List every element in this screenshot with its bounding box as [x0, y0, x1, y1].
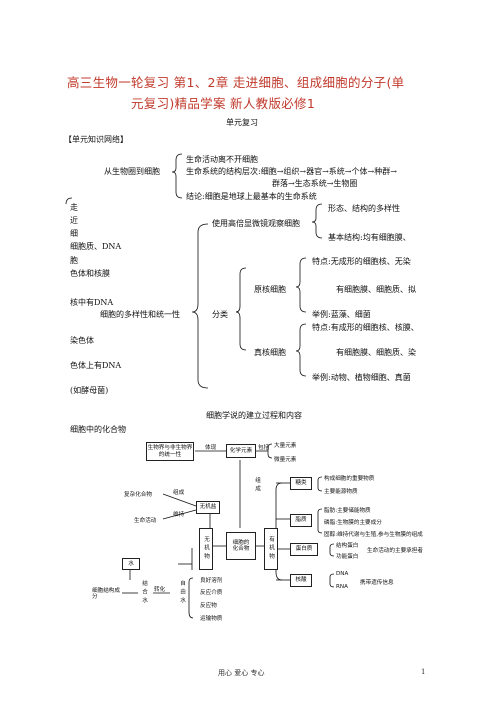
net-line-22: 举例:动物、植物细胞、真菌	[312, 373, 411, 382]
footer-text: 用心 爱心 专心	[218, 669, 265, 677]
title-line-1: 高三生物一轮复习 第1、2章 走进细胞、组成细胞的分子(单	[67, 75, 405, 90]
macro-elements: 大量元素	[274, 443, 297, 449]
nucleic-dna: DNA	[336, 571, 349, 577]
net-line-1: 生命活动离不开细胞	[186, 155, 258, 164]
net-line-3: 群落→生态系统→生物圈	[272, 179, 358, 188]
net-line-20: 有细胞膜、细胞质、染	[336, 348, 416, 357]
net-from-bio: 从生物圈到细胞	[104, 167, 160, 176]
nucleic-box: 核酸	[290, 574, 312, 587]
compounds-title: 细胞中的化合物	[70, 425, 126, 434]
net-line-11: 原核细胞	[254, 285, 286, 294]
net-xi: 细	[70, 229, 78, 238]
nucleic-role: 携带遗传信息	[360, 580, 394, 586]
net-line-19: 真核细胞	[254, 348, 286, 357]
net-line-5: 形态、结构的多样性	[328, 204, 400, 213]
free-item-1: 良好溶剂	[200, 578, 223, 584]
sugar-item-1: 构成细胞的重要物质	[324, 476, 375, 482]
section-title: 单元复习	[226, 118, 258, 127]
cell-structure-label: 细胞结构成分	[92, 588, 120, 601]
net-line-17: 特点:有成形的细胞核、核膜、	[312, 323, 419, 332]
lipid-item-1: 脂肪:主要储能物质	[324, 508, 371, 514]
net-line-4: 结论:细胞是地球上最基本的生命系统	[186, 192, 317, 201]
lipid-item-3: 固醇:维持代谢与生殖,参与生物膜的组成	[324, 532, 423, 538]
water-box: 水	[122, 558, 140, 570]
net-jin: 近	[70, 216, 78, 225]
net-line-10: 特点:无成形的细胞核、无染	[312, 257, 411, 266]
net-line-14: 细胞的多样性和统一性	[100, 310, 180, 319]
bound-water: 结合水	[141, 580, 147, 606]
net-bao: 胞	[70, 256, 78, 265]
free-item-3: 反应物	[200, 603, 217, 609]
cell-compounds-box: 细胞的化合物	[226, 532, 256, 560]
net-line-8: 细胞质、DNA	[70, 242, 122, 251]
complex-compound: 复杂化合物	[124, 492, 152, 498]
micro-elements: 微量元素	[274, 457, 297, 463]
net-line-9: 色体和核膜	[70, 269, 110, 278]
net-line-21: 色体上有DNA	[70, 361, 122, 370]
unity-box: 生物界与非生物界的统一性	[146, 442, 194, 461]
lipid-item-2: 磷脂:生物膜的主要成分	[324, 520, 382, 526]
organic-box: 有机物	[264, 528, 278, 570]
net-line-15: 分类	[212, 310, 228, 319]
tixian-label: 体现	[205, 445, 217, 451]
weichi-label: 维持	[173, 512, 185, 518]
title-line-2: 元复习)精品学案 新人教版必修1	[131, 96, 316, 111]
sugar-box: 糖类	[290, 477, 312, 490]
net-line-2: 生命系统的结构层次:细胞→组织→器官→系统→个体→种群→	[186, 167, 397, 176]
baokuo-label: 包括	[258, 445, 270, 451]
free-water: 自由水	[179, 580, 185, 606]
net-line-16: 举例:蓝藻、细菌	[312, 310, 371, 319]
protein-box: 蛋白质	[290, 543, 318, 556]
net-line-13: 核中有DNA	[70, 298, 114, 307]
inorganic-box: 无机物	[199, 528, 213, 570]
nucleic-rna: RNA	[336, 584, 348, 590]
zucheng-label: 组成	[254, 477, 260, 495]
net-line-23: (如酵母菌)	[70, 386, 109, 395]
chem-elements-box: 化学元素	[226, 444, 256, 458]
protein-functional: 功能蛋白	[336, 554, 359, 560]
life-activity: 生命活动	[134, 518, 157, 524]
net-line-12: 有细胞膜、细胞质、拟	[336, 285, 416, 294]
protein-structural: 结构蛋白	[336, 543, 359, 549]
lipid-box: 脂质	[290, 514, 312, 527]
transform-label: 转化	[154, 587, 166, 593]
sugar-item-2: 主要能源物质	[324, 489, 358, 495]
zucheng2-label: 组成	[173, 490, 185, 496]
free-item-4: 运输物质	[200, 616, 223, 622]
free-item-2: 反应介质	[200, 590, 223, 596]
cell-theory-title: 细胞学说的建立过程和内容	[206, 411, 302, 420]
net-zou: 走	[70, 203, 78, 212]
net-line-7: 基本结构:均有细胞膜、	[328, 233, 411, 242]
protein-role: 生命活动的主要承担者	[367, 548, 423, 554]
inorganic-salt-box: 无机盐	[196, 501, 220, 514]
net-line-18: 染色体	[70, 336, 94, 345]
page-number: 1	[421, 668, 426, 676]
network-header: 【单元知识网络】	[64, 135, 128, 144]
net-line-6: 使用高倍显微镜观察细胞	[212, 219, 300, 228]
